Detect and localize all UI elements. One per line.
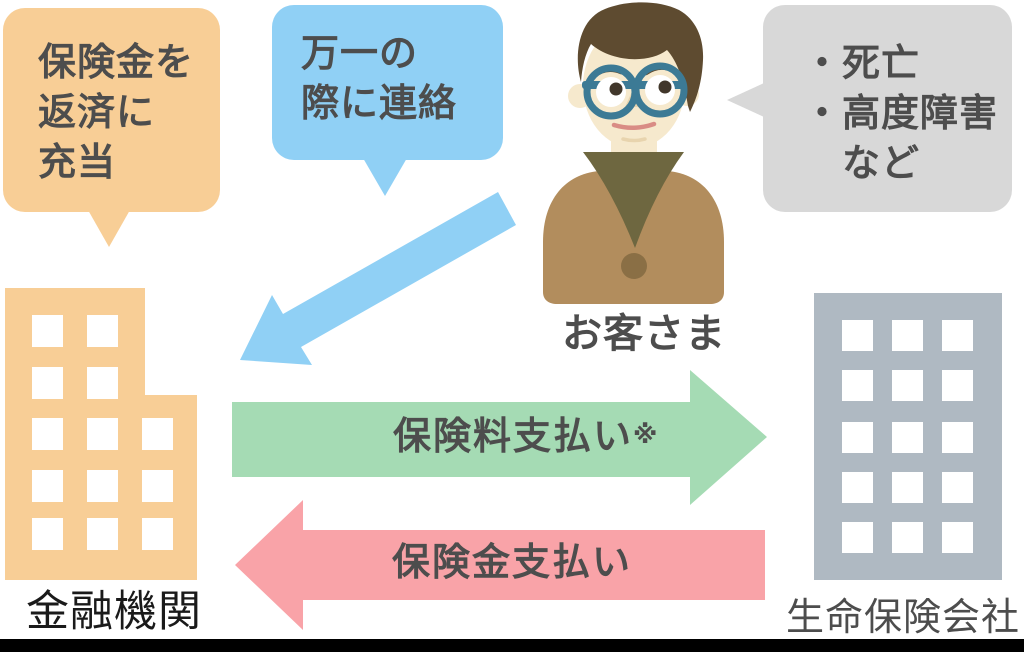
emergency-speech-bubble: 万一の 際に連絡	[272, 5, 503, 160]
repayment-bubble-text: 保険金を 返済に 充当	[38, 42, 195, 184]
claim-arrow-label: 保険金支払い	[392, 542, 633, 584]
customer-avatar-icon	[543, 2, 724, 304]
premium-arrow-label: 保険料支払い※	[393, 418, 657, 456]
bank-label: 金融機関	[26, 589, 202, 636]
premium-note-mark: ※	[633, 421, 658, 449]
emergency-bubble-tail	[363, 158, 407, 196]
insured-events-bubble-tail	[727, 83, 764, 117]
insurer-building-icon	[814, 293, 1002, 580]
contact-arrow	[240, 192, 516, 365]
customer-label: お客さま	[562, 312, 726, 356]
insurer-label: 生命保険会社	[786, 597, 1021, 639]
insured-events-speech-bubble: ・死亡 ・高度障害 など	[763, 5, 1012, 212]
bank-building-icon	[5, 288, 197, 580]
premium-arrow-label-text: 保険料支払い	[393, 416, 634, 458]
repayment-bubble-tail	[88, 210, 130, 247]
repayment-speech-bubble: 保険金を 返済に 充当	[3, 8, 220, 212]
insured-events-bubble-text: ・死亡 ・高度障害 など	[803, 43, 999, 185]
emergency-bubble-text: 万一の 際に連絡	[301, 33, 458, 125]
footer-bar	[0, 639, 1024, 652]
